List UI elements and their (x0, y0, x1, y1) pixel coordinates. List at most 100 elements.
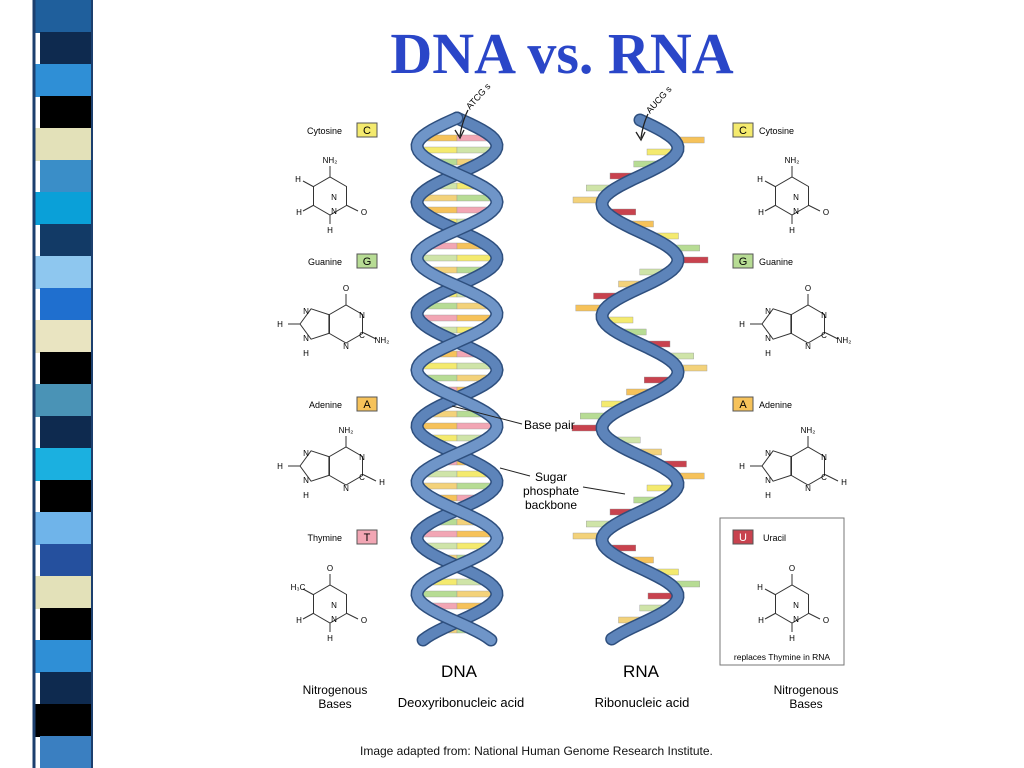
bond-line (302, 612, 315, 620)
right-uracil-structure-right-atom: O (823, 616, 829, 625)
image-credit: Image adapted from: National Human Genom… (360, 744, 713, 758)
stripe-block (40, 736, 92, 768)
bond-line (764, 612, 777, 620)
right-guanine-structure-ring-atom-2: C (821, 331, 827, 340)
left-cytosine-structure-top-atom: NH₂ (323, 156, 338, 165)
stripe-block (34, 192, 92, 225)
right-guanine-structure-ring-atom: N (821, 311, 827, 320)
decorative-stripe (0, 0, 110, 768)
base-pair-label: Base pair (524, 418, 575, 432)
right-guanine-structure-ring-atom-4: N (765, 307, 771, 316)
uracil-panel (719, 517, 845, 666)
stripe-block (40, 480, 92, 513)
left-cytosine-structure-bottom-atom: H (327, 226, 333, 235)
right-uracil-box (732, 529, 754, 545)
right-adenine-letter: A (739, 399, 747, 411)
right-guanine-structure-ring-atom-5: N (765, 334, 771, 343)
right-guanine-name: Guanine (759, 257, 793, 267)
backbone-leader-left (499, 467, 531, 477)
right-adenine-structure-bottom-atom: H (765, 491, 771, 500)
right-cytosine-structure-top-atom: NH₂ (785, 156, 800, 165)
right-adenine-name: Adenine (759, 400, 792, 410)
left-adenine-structure-left-atom: H (277, 462, 283, 471)
rna-top-arrow (635, 113, 649, 142)
right-guanine-structure-bottom-atom: H (765, 349, 771, 358)
right-guanine-structure-ring (791, 304, 825, 344)
rna-top-label: AUCG s (644, 84, 674, 116)
rna-strand-outline (595, 113, 685, 646)
right-uracil-structure-ring-atom: N (793, 601, 799, 610)
page-title: DNA vs. RNA (390, 21, 734, 86)
bond-line (363, 332, 377, 340)
left-thymine-structure-ring (313, 584, 347, 624)
stripe-block (34, 576, 92, 609)
left-guanine-structure-ring (329, 304, 363, 344)
right-uracil-structure-ring (775, 584, 809, 624)
right-adenine-box (732, 396, 754, 412)
left-guanine-structure-bottom-atom: H (303, 349, 309, 358)
stripe-block (34, 256, 92, 289)
dna-top-label: ATCG s (464, 81, 493, 111)
left-base-legend: Cytosine C Guanine G Adenine A Thymine T (307, 122, 378, 545)
base-pair-leader (451, 405, 523, 425)
backbone-label-line2: phosphate (523, 484, 579, 498)
right-cytosine-structure-left-atom: H (757, 175, 763, 184)
left-adenine-structure-bottom-atom: H (303, 491, 309, 500)
backbone-label-line3: backbone (525, 498, 577, 512)
right-guanine-box (732, 253, 754, 269)
right-adenine-structure-ring (791, 446, 825, 486)
left-cytosine-structure-left-atom-2: H (296, 208, 302, 217)
left-cytosine-letter: C (363, 125, 371, 137)
dna-name-label: DNA (441, 662, 478, 681)
stripe-block (34, 128, 92, 161)
left-bases-label: Bases (318, 697, 351, 711)
left-nitrogenous-label: Nitrogenous (303, 683, 368, 697)
left-guanine-structure-top-atom: O (343, 284, 349, 293)
left-thymine-structure-top-atom: O (327, 564, 333, 573)
left-guanine-structure-ring-atom-5: N (303, 334, 309, 343)
right-cytosine-box (732, 122, 754, 138)
left-thymine-structure-right-atom: O (361, 616, 367, 625)
left-guanine-structure-ring-atom-3: N (343, 342, 349, 351)
rna-full-name: Ribonucleic acid (595, 695, 690, 710)
left-adenine-structure-ring-atom-3: N (343, 484, 349, 493)
right-adenine-structure-ring-atom-3: N (805, 484, 811, 493)
dna-full-name: Deoxyribonucleic acid (398, 695, 524, 710)
left-thymine-structure-ring-atom: N (331, 601, 337, 610)
stripe-block (40, 608, 92, 641)
backbone-label-line1: Sugar (535, 470, 567, 484)
right-guanine-structure-ring-atom-3: N (805, 342, 811, 351)
left-adenine-structure-right-atom: H (379, 478, 385, 487)
left-thymine-structure-ring-atom-2: N (331, 615, 337, 624)
left-adenine-structure-ring (329, 446, 363, 486)
right-adenine-structure-ring-atom-5: N (765, 476, 771, 485)
right-adenine-structure-left-atom: H (739, 462, 745, 471)
dna-top-arrow (454, 109, 469, 140)
dna-strand-1 (411, 113, 503, 645)
left-adenine-structure-ring-atom-5: N (303, 476, 309, 485)
left-cytosine-structure-ring (313, 176, 347, 216)
stripe-block (40, 224, 92, 257)
right-uracil-structure-bottom-atom: H (789, 634, 795, 643)
left-thymine-structure-bottom-atom: H (327, 634, 333, 643)
right-adenine-structure-right-atom: H (841, 478, 847, 487)
right-nitrogenous-label: Nitrogenous (774, 683, 839, 697)
right-uracil-structure-left-atom-2: H (758, 616, 764, 625)
stripe-block (34, 64, 92, 97)
right-bases-label: Bases (789, 697, 822, 711)
right-guanine-letter: G (739, 256, 748, 268)
left-guanine-structure-ring-atom-4: N (303, 307, 309, 316)
left-thymine-name: Thymine (307, 533, 342, 543)
right-adenine-structure-ring-atom-2: C (821, 473, 827, 482)
right-base-legend: C Cytosine G Guanine A Adenine U Uracil … (719, 122, 845, 666)
right-adenine-structure-ring-atom-4: N (765, 449, 771, 458)
bond-line (825, 332, 839, 340)
rna-strand (596, 115, 684, 644)
stripe-block (40, 32, 92, 65)
stripe-block (34, 448, 92, 481)
stripe-block (40, 544, 92, 577)
left-thymine-letter: T (364, 532, 371, 544)
stripe-block (40, 160, 92, 193)
left-guanine-structure-ring-atom-2: C (359, 331, 365, 340)
